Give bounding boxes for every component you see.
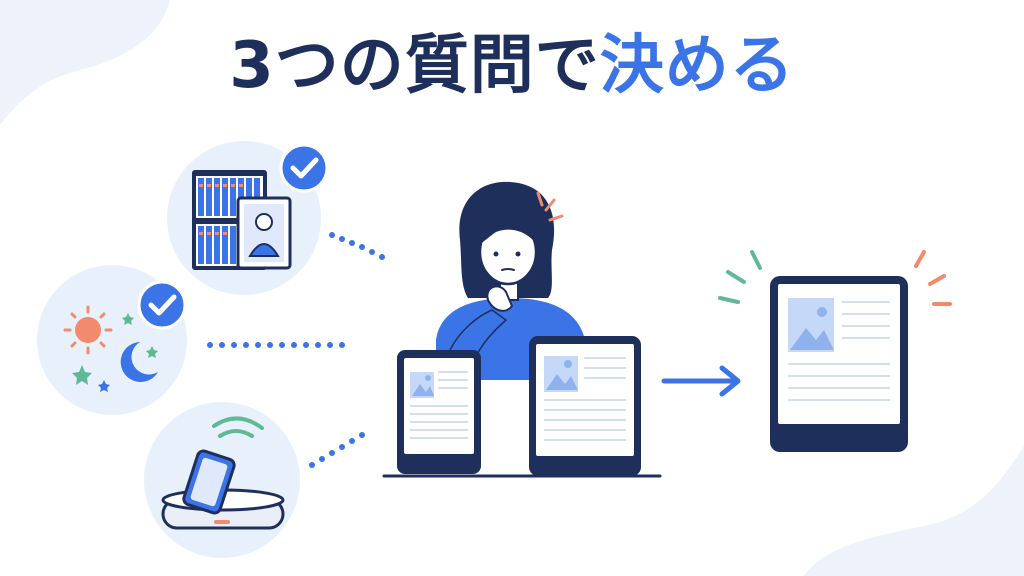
connector-dots-3 (309, 432, 365, 468)
title-prefix: 3つの質問で (229, 29, 600, 103)
background-blob-top-left (0, 0, 170, 125)
background-blob-bottom-right (804, 446, 1024, 576)
title-accent: 決める (599, 29, 795, 103)
sun-moon-stars-icon (63, 305, 158, 392)
bookshelf-manga-icon (192, 170, 292, 270)
question-bubble-2 (37, 265, 187, 415)
check-badge-icon (279, 143, 329, 193)
question-bubble-1 (167, 141, 329, 295)
wireless-charger-icon (161, 416, 285, 530)
connector-dots-2 (207, 342, 345, 348)
page-title: 3つの質問で決める (0, 34, 1024, 98)
tablet-chosen (718, 250, 952, 452)
question-bubble-3 (144, 402, 300, 558)
arrow-right-icon (661, 365, 741, 397)
connector-dots-1 (329, 232, 385, 260)
check-badge-icon (137, 280, 187, 330)
tablet-medium (529, 336, 641, 476)
tablet-small (397, 350, 481, 474)
